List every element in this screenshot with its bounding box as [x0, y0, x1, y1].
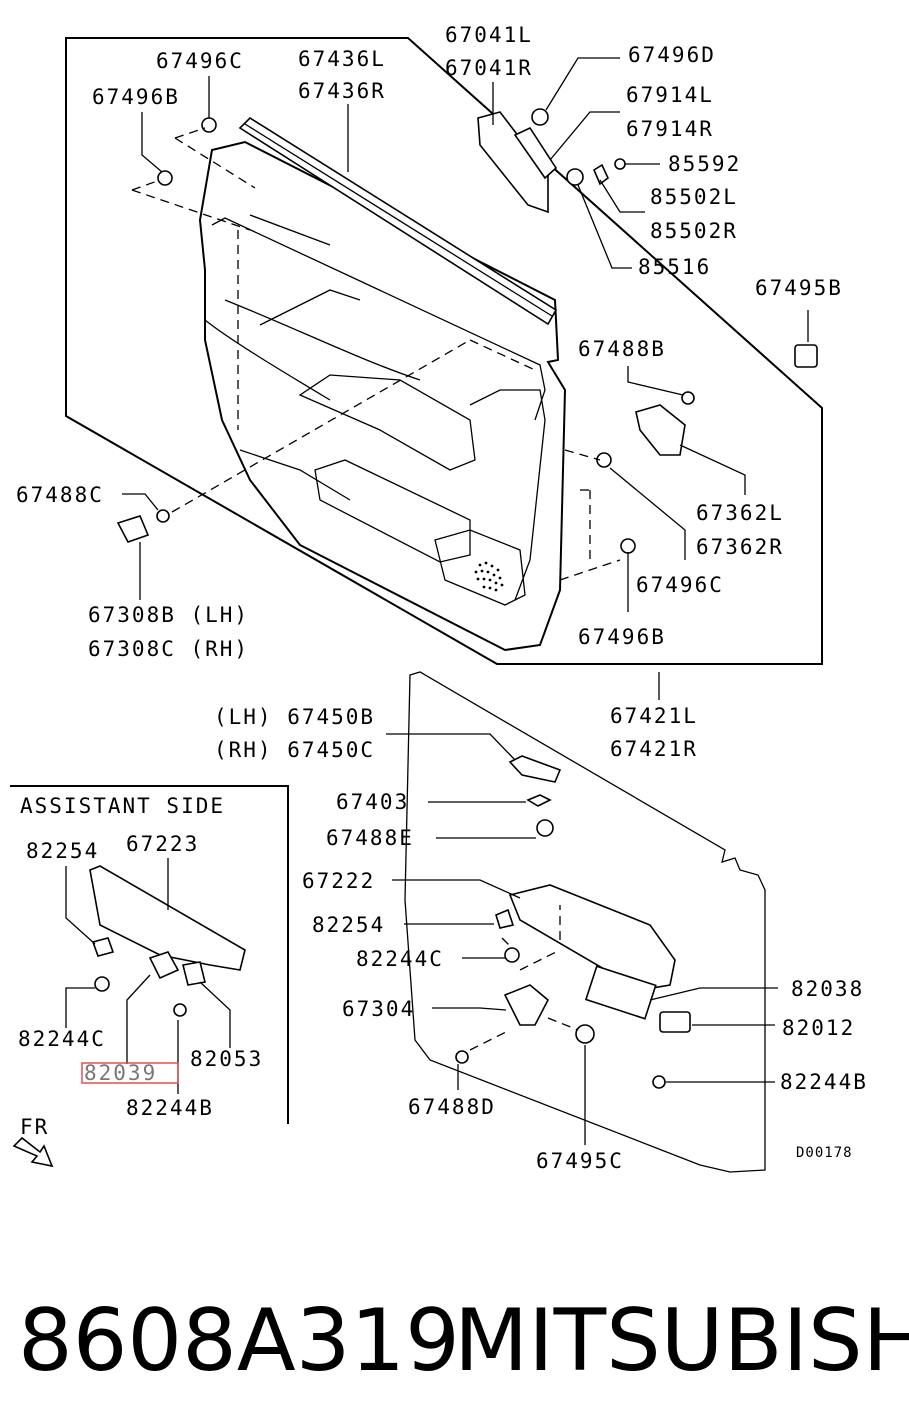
label-67403: 67403	[336, 790, 409, 814]
screw-82244C-main	[504, 947, 520, 963]
label-67041R: 67041R	[445, 56, 533, 80]
label-82254-asst: 82254	[26, 839, 99, 863]
label-67421R: 67421R	[610, 737, 698, 761]
screw-67488D	[455, 1050, 469, 1064]
weatherstrip-67436	[238, 116, 558, 326]
switch-82039	[148, 951, 180, 980]
brand-name: MITSUBISHI	[454, 1291, 909, 1391]
label-82038: 82038	[791, 977, 864, 1001]
corner-cover-67041	[477, 111, 549, 214]
clip-82254-main	[495, 908, 515, 929]
label-67496D: 67496D	[628, 43, 716, 67]
label-67308C: 67308C (RH)	[88, 637, 249, 661]
label-67495C: 67495C	[536, 1149, 624, 1173]
screw-82244C-asst	[94, 976, 110, 992]
clip-85592	[592, 163, 609, 186]
bracket-67362	[635, 404, 686, 456]
label-82244C-asst: 82244C	[18, 1027, 106, 1051]
door-trim-frame	[65, 37, 823, 665]
clip-67496D	[531, 108, 549, 126]
front-arrow-icon	[12, 1136, 54, 1168]
screw-82244B-asst	[173, 1003, 187, 1017]
label-67488E: 67488E	[326, 826, 414, 850]
label-67496B-mid: 67496B	[578, 625, 666, 649]
label-67495B: 67495B	[755, 276, 843, 300]
label-67222: 67222	[302, 869, 375, 893]
label-67223: 67223	[126, 832, 199, 856]
switch-82012	[659, 1011, 691, 1033]
label-67488B: 67488B	[578, 337, 666, 361]
label-67914L: 67914L	[626, 83, 714, 107]
label-85502R: 85502R	[650, 219, 738, 243]
clip-67495C	[575, 1024, 595, 1044]
label-85502L: 85502L	[650, 185, 738, 209]
label-82254-main: 82254	[312, 913, 385, 937]
leader-lines-lower	[386, 733, 778, 1145]
label-67362L: 67362L	[696, 501, 784, 525]
clip-82254-asst	[91, 937, 115, 957]
label-67304: 67304	[342, 997, 415, 1021]
label-85516: 85516	[638, 255, 711, 279]
label-67041L: 67041L	[445, 23, 533, 47]
diagram-id: D00178	[796, 1145, 853, 1161]
label-67308B: 67308B (LH)	[88, 603, 249, 627]
clip-67496B-top	[157, 170, 173, 186]
bracket-67304	[503, 984, 550, 1026]
label-82012: 82012	[782, 1016, 855, 1040]
label-67436R: 67436R	[298, 79, 386, 103]
label-67450C: (RH) 67450C	[214, 738, 375, 762]
screw-85502	[566, 168, 584, 186]
label-82053: 82053	[190, 1047, 263, 1071]
clip-67496C-mid	[596, 452, 612, 468]
label-67496C-top: 67496C	[156, 49, 244, 73]
label-67436L: 67436L	[298, 47, 386, 71]
door-inner-outline	[404, 671, 766, 1173]
handle-cover-67450	[508, 755, 562, 783]
label-82244B-main: 82244B	[780, 1070, 868, 1094]
label-85592: 85592	[668, 152, 741, 176]
pad-67914	[513, 126, 558, 180]
part-number: 8608A319	[18, 1291, 460, 1391]
nut-67308	[116, 515, 150, 543]
pad-67403	[526, 794, 552, 807]
label-67496B-top: 67496B	[92, 85, 180, 109]
attach-lines-top	[131, 127, 621, 581]
switch-panel-67223	[89, 865, 246, 971]
assistant-side-title: ASSISTANT SIDE	[20, 794, 225, 818]
direction-label: FR	[20, 1115, 49, 1139]
label-82039: 82039	[84, 1061, 157, 1085]
label-67488D: 67488D	[408, 1095, 496, 1119]
label-67362R: 67362R	[696, 535, 784, 559]
screw-67488C	[156, 509, 170, 523]
label-67496C-mid: 67496C	[636, 573, 724, 597]
connector-82053	[182, 961, 206, 986]
switch-panel-67222	[508, 884, 676, 991]
screw-85592	[614, 158, 626, 170]
clip-67496C-top	[201, 117, 217, 133]
label-67488C: 67488C	[16, 483, 104, 507]
part-labels: 67496C 67496B 67436L 67436R 67041L 67041…	[16, 23, 868, 1173]
screw-82244B-main	[652, 1075, 666, 1089]
highlight-box-82039	[81, 1062, 179, 1084]
label-82244B-asst: 82244B	[126, 1096, 214, 1120]
screw-67488E	[536, 819, 554, 837]
speaker-grille	[474, 561, 504, 592]
label-82244C-main: 82244C	[356, 947, 444, 971]
label-67450B: (LH) 67450B	[214, 705, 375, 729]
clip-67496B-mid	[620, 538, 636, 554]
clip-67495B	[794, 344, 818, 368]
leader-lines-top	[122, 57, 809, 700]
assistant-inset-frame	[10, 785, 289, 1124]
screw-67488B	[681, 391, 695, 405]
switch-82038	[584, 965, 657, 1020]
label-67421L: 67421L	[610, 704, 698, 728]
label-67914R: 67914R	[626, 117, 714, 141]
